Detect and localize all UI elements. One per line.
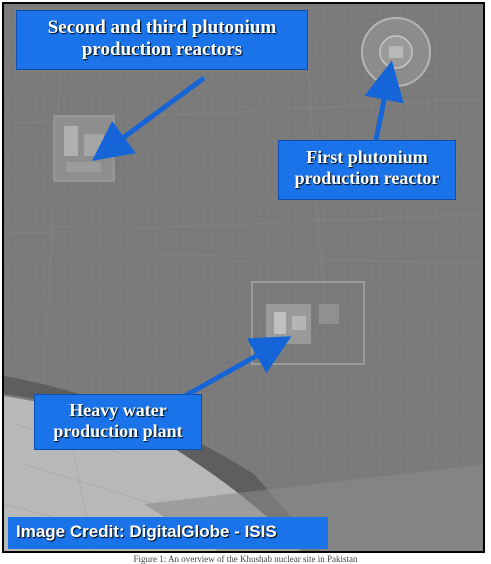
satellite-image: Second and third plutonium production re…: [2, 2, 485, 553]
arrow-to-first-reactor: [364, 60, 404, 141]
label-heavy-water-plant: Heavy water production plant: [34, 394, 202, 450]
label-first-reactor: First plutonium production reactor: [278, 140, 456, 200]
label-first-reactor-line2: production reactor: [294, 167, 440, 188]
first-reactor-site: [361, 17, 431, 87]
label-second-third-reactors: Second and third plutonium production re…: [16, 10, 308, 70]
label-first-reactor-line1: First plutonium: [306, 147, 428, 167]
arrow-to-second-third-reactors: [91, 75, 206, 161]
label-heavy-water-line2: production plant: [53, 420, 183, 441]
label-second-third-line1: Second and third plutonium: [47, 17, 277, 38]
satellite-terrain: [4, 4, 483, 551]
label-heavy-water-line1: Heavy water: [69, 400, 167, 420]
figure-caption: Figure 1: An overview of the Khushab nuc…: [133, 555, 358, 564]
image-credit: Image Credit: DigitalGlobe - ISIS: [8, 517, 328, 549]
second-third-reactor-site: [53, 115, 115, 182]
arrow-to-heavy-water-plant: [174, 336, 292, 404]
label-second-third-line2: production reactors: [81, 38, 243, 60]
